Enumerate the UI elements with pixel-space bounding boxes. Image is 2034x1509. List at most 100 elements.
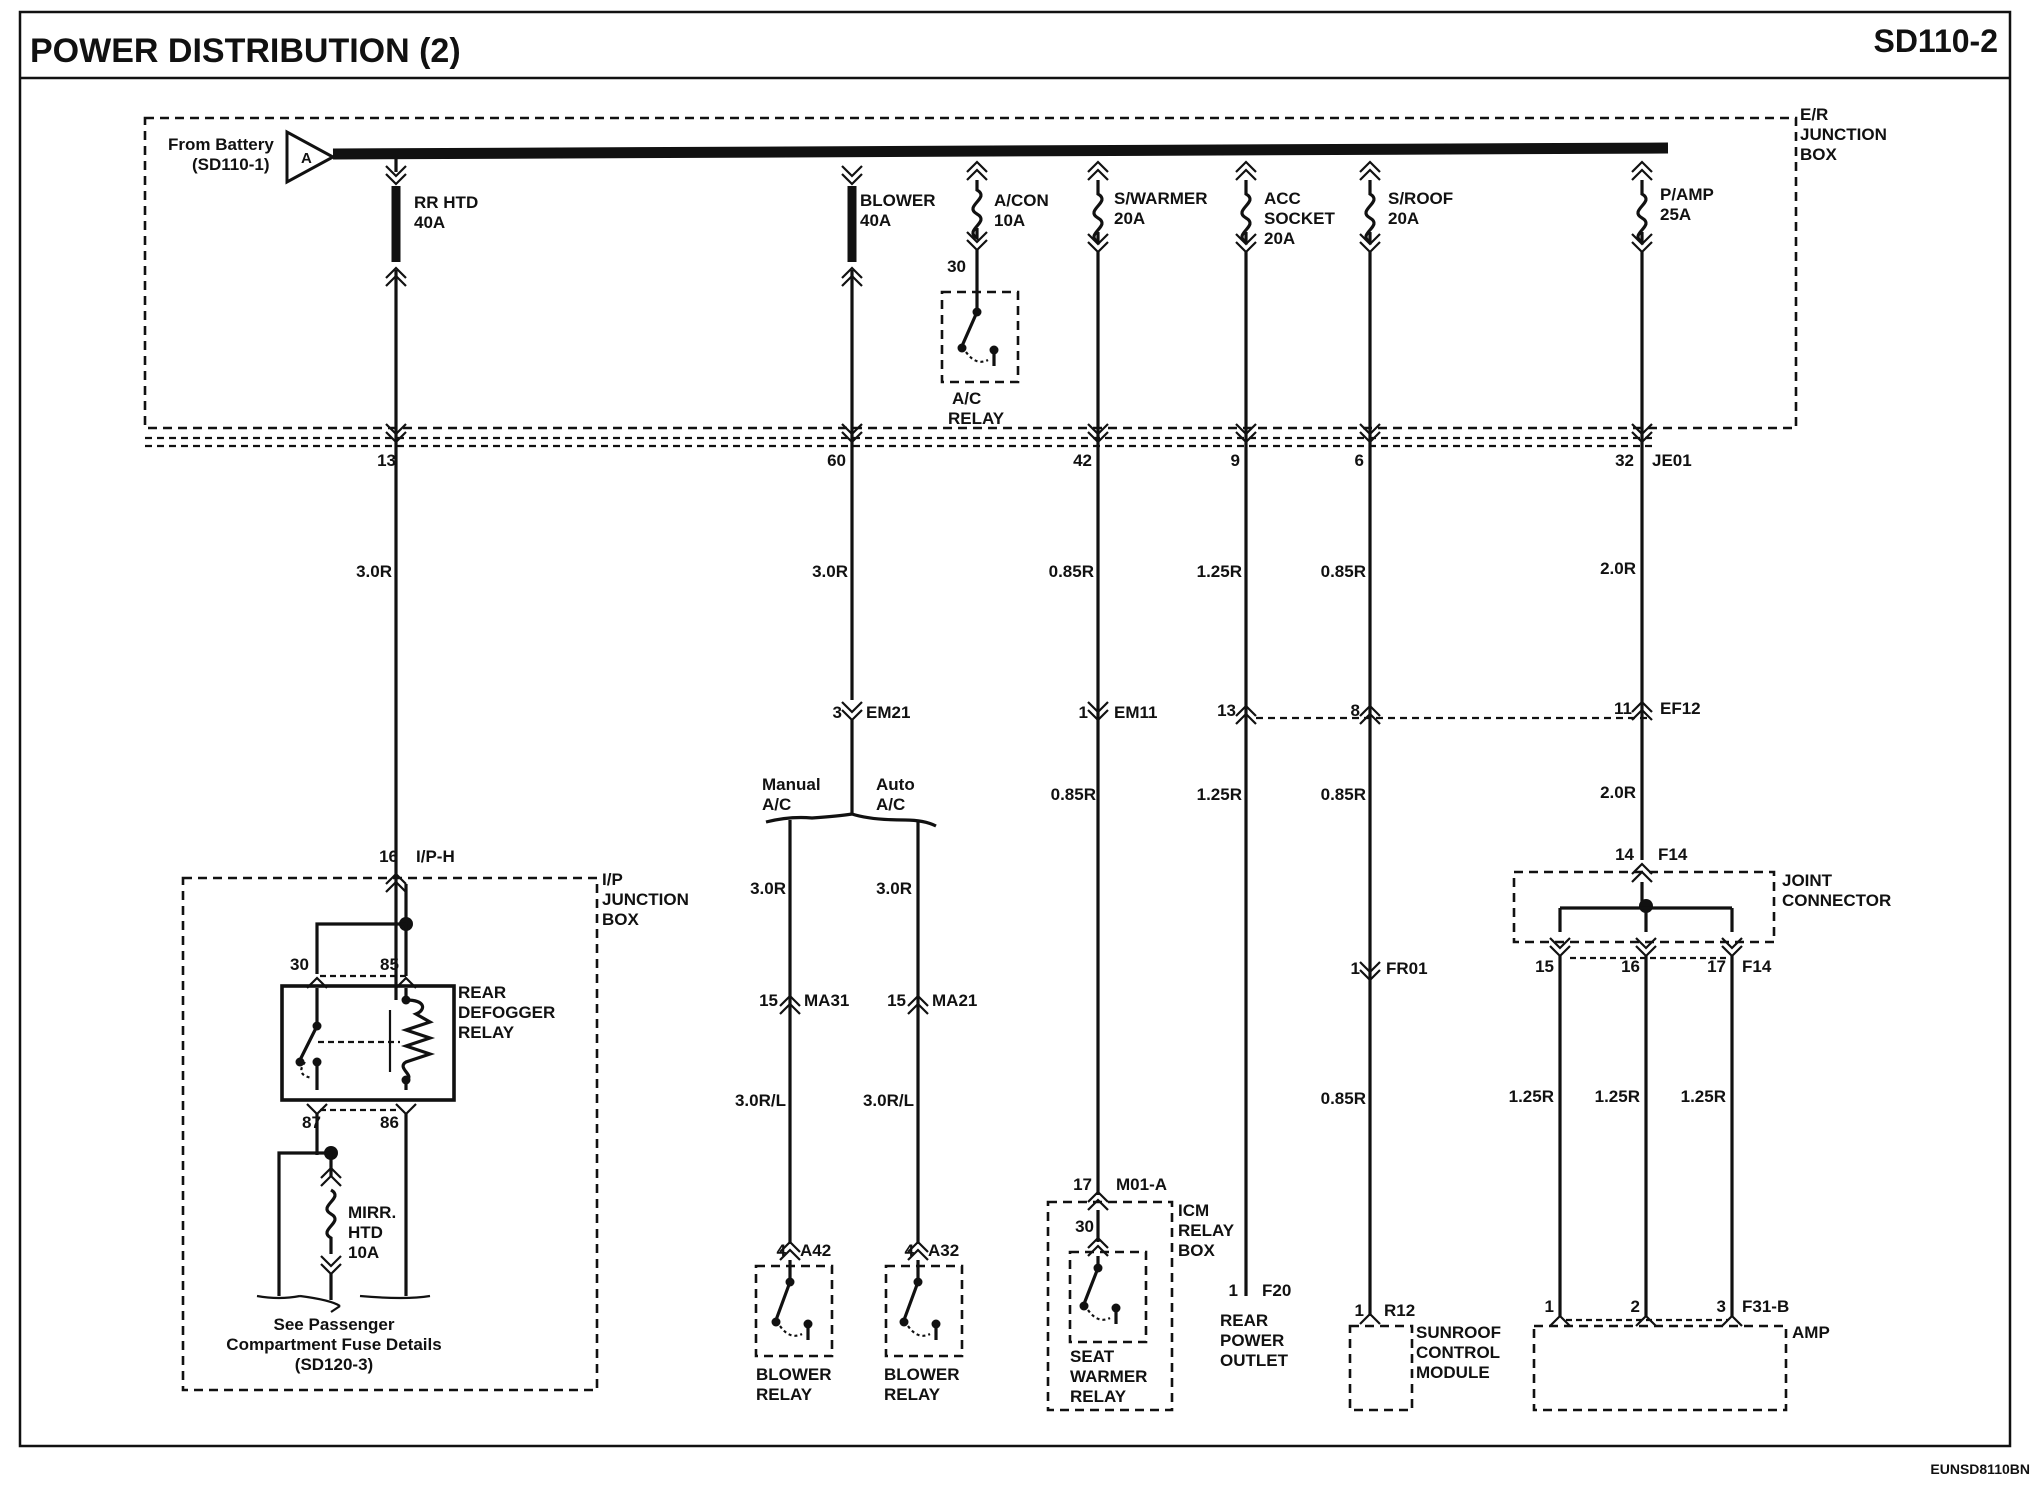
ip-box-label-2: JUNCTION bbox=[602, 890, 689, 909]
blower-circuit: BLOWER 40A 60 3.0R 3 EM21 Manual A/C Aut… bbox=[735, 165, 977, 1261]
seat-relay-label-1: SEAT bbox=[1070, 1347, 1115, 1366]
f14-connector: F14 bbox=[1658, 845, 1688, 864]
wire-auto-gauge: 3.0R bbox=[876, 879, 912, 898]
c13-pin: 13 bbox=[1217, 701, 1236, 720]
sroof-fuse-label-2: 20A bbox=[1388, 209, 1419, 228]
wire-swarmer-gauge: 0.85R bbox=[1049, 562, 1094, 581]
r12-pin: 1 bbox=[1355, 1301, 1364, 1320]
em21-connector: EM21 bbox=[866, 703, 910, 722]
ac-relay-label-1: A/C bbox=[952, 389, 981, 408]
er-box-label-2: JUNCTION bbox=[1800, 125, 1887, 144]
blower-fuse-label-2: 40A bbox=[860, 211, 891, 230]
sroof-circuit: S/ROOF 20A 6 0.85R 8 0.85R 1 FR01 0.85R … bbox=[1321, 160, 1501, 1412]
passenger-note-3: (SD120-3) bbox=[295, 1355, 373, 1374]
sunroof-label-3: MODULE bbox=[1416, 1363, 1490, 1382]
fr01-connector: FR01 bbox=[1386, 959, 1428, 978]
pamp-fuse-icon bbox=[1636, 180, 1648, 245]
je01-pin-42: 42 bbox=[1073, 451, 1092, 470]
amp-pin-2: 2 bbox=[1631, 1297, 1640, 1316]
amp-box-outline bbox=[1532, 1324, 1788, 1412]
a42-pin: 4 bbox=[777, 1241, 787, 1260]
icm-label-2: RELAY bbox=[1178, 1221, 1235, 1240]
fr01-pin: 1 bbox=[1351, 959, 1360, 978]
fuse-details-bracket bbox=[256, 1294, 431, 1313]
manual-ac-label-2: A/C bbox=[762, 795, 791, 814]
ac-relay-pin-30: 30 bbox=[947, 257, 966, 276]
defogger-pin-86: 86 bbox=[380, 1113, 399, 1132]
f20-connector: F20 bbox=[1262, 1281, 1291, 1300]
joint-connector-outline bbox=[1512, 870, 1776, 944]
wire-rr-htd-gauge: 3.0R bbox=[356, 562, 392, 581]
auto-ac-label-1: Auto bbox=[876, 775, 915, 794]
wire-ma21-gauge: 3.0R/L bbox=[863, 1091, 914, 1110]
pamp-fuse-label-2: 25A bbox=[1660, 205, 1691, 224]
sunroof-module-outline bbox=[1348, 1324, 1414, 1412]
acc-fuse-label-1: ACC bbox=[1264, 189, 1301, 208]
acon-fuse-icon bbox=[971, 180, 983, 241]
mirr-htd-label-1: MIRR. bbox=[348, 1203, 396, 1222]
wire-amp1-gauge: 1.25R bbox=[1509, 1087, 1554, 1106]
er-box-label-3: BOX bbox=[1800, 145, 1838, 164]
er-junction-box-outline bbox=[143, 116, 1798, 430]
pamp-circuit: P/AMP 25A 32 JE01 2.0R 11 EF12 2.0R 14 F… bbox=[1509, 160, 1891, 1412]
jc-connector-f14: F14 bbox=[1742, 957, 1772, 976]
defogger-label-2: DEFOGGER bbox=[458, 1003, 555, 1022]
seat-relay-label-2: WARMER bbox=[1070, 1367, 1147, 1386]
mirr-htd-label-2: HTD bbox=[348, 1223, 383, 1242]
swarmer-fuse-label-1: S/WARMER bbox=[1114, 189, 1208, 208]
acon-fuse-label-2: 10A bbox=[994, 211, 1025, 230]
wire-sroof-gauge: 0.85R bbox=[1321, 562, 1366, 581]
f20-pin: 1 bbox=[1229, 1281, 1238, 1300]
acc-fuse-label-3: 20A bbox=[1264, 229, 1295, 248]
ma21-pin: 15 bbox=[887, 991, 906, 1010]
defogger-relay-box bbox=[280, 984, 456, 1102]
blower-relay-2: BLOWER RELAY bbox=[884, 1260, 964, 1404]
blower-relay-1-label-2: RELAY bbox=[756, 1385, 813, 1404]
wire-pamp-gauge: 2.0R bbox=[1600, 559, 1636, 578]
ip-h-pin: 16 bbox=[379, 847, 398, 866]
source-label-2: (SD110-1) bbox=[192, 155, 269, 174]
acc-fuse-label-2: SOCKET bbox=[1264, 209, 1335, 228]
defogger-label-1: REAR bbox=[458, 983, 506, 1002]
blower-relay-1: BLOWER RELAY bbox=[754, 1260, 834, 1404]
rear-outlet-label-1: REAR bbox=[1220, 1311, 1268, 1330]
manual-ac-label-1: Manual bbox=[762, 775, 821, 794]
blower-relay-2-label-1: BLOWER bbox=[884, 1365, 960, 1384]
passenger-note-1: See Passenger bbox=[274, 1315, 395, 1334]
icm-label-1: ICM bbox=[1178, 1201, 1209, 1220]
m01a-connector: M01-A bbox=[1116, 1175, 1167, 1194]
sunroof-label-2: CONTROL bbox=[1416, 1343, 1500, 1362]
je01-pin-6: 6 bbox=[1355, 451, 1364, 470]
acc-socket-circuit: ACC SOCKET 20A 9 1.25R 13 1.25R 1 F20 RE… bbox=[1197, 160, 1335, 1370]
rr-htd-top-terminal-icon bbox=[385, 165, 407, 186]
seat-relay-label-3: RELAY bbox=[1070, 1387, 1127, 1406]
mirr-htd-fuse-icon bbox=[325, 1188, 337, 1254]
swarmer-fuse-label-2: 20A bbox=[1114, 209, 1145, 228]
source-label-1: From Battery bbox=[168, 135, 274, 154]
jc-pin-17: 17 bbox=[1707, 957, 1726, 976]
jc-pin-16: 16 bbox=[1621, 957, 1640, 976]
c11-pin: 11 bbox=[1614, 699, 1632, 718]
wire-acc-gauge: 1.25R bbox=[1197, 562, 1242, 581]
amp-label: AMP bbox=[1792, 1323, 1830, 1342]
rr-htd-fuse-label-1: RR HTD bbox=[414, 193, 478, 212]
blower-fuse-label-1: BLOWER bbox=[860, 191, 936, 210]
rr-htd-circuit: RR HTD 40A 13 3.0R bbox=[356, 158, 478, 1000]
passenger-note-2: Compartment Fuse Details bbox=[226, 1335, 441, 1354]
joint-label-2: CONNECTOR bbox=[1782, 891, 1891, 910]
ma31-pin: 15 bbox=[759, 991, 778, 1010]
joint-label-1: JOINT bbox=[1782, 871, 1833, 890]
wire-em11-gauge: 0.85R bbox=[1051, 785, 1096, 804]
mirr-htd-label-3: 10A bbox=[348, 1243, 379, 1262]
icm-relay-box-outline bbox=[1046, 1200, 1174, 1412]
wire-acc-lower-gauge: 1.25R bbox=[1197, 785, 1242, 804]
jc-pin-15: 15 bbox=[1535, 957, 1554, 976]
amp-pin-3: 3 bbox=[1717, 1297, 1726, 1316]
rear-outlet-label-2: POWER bbox=[1220, 1331, 1284, 1350]
page-frame bbox=[18, 10, 2012, 1448]
sroof-fuse-label-1: S/ROOF bbox=[1388, 189, 1453, 208]
rr-htd-fuse-label-2: 40A bbox=[414, 213, 445, 232]
blower-relay-1-label-1: BLOWER bbox=[756, 1365, 832, 1384]
m01a-pin: 17 bbox=[1073, 1175, 1092, 1194]
defogger-pin-30: 30 bbox=[290, 955, 309, 974]
